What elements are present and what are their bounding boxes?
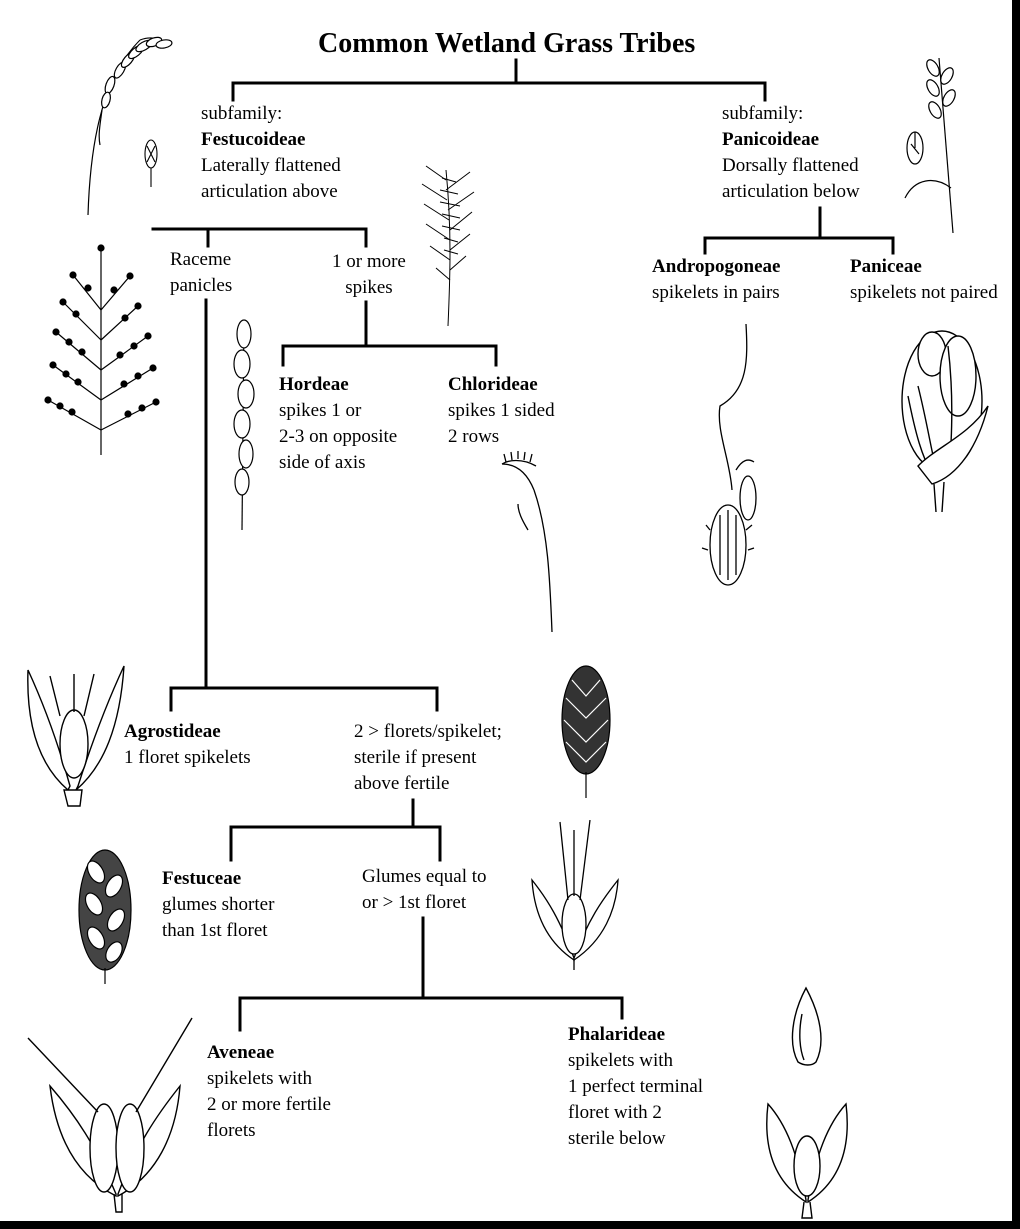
ovoid-spikelet-sketch: [888, 316, 998, 516]
florets-line1: 2 > florets/spikelet;: [354, 719, 502, 745]
phalarideae-line1: spikelets with: [568, 1048, 703, 1074]
feathery-spike-sketch: [412, 160, 482, 330]
chlorideae-line1: spikes 1 sided: [448, 398, 555, 424]
aveneae-line1: spikelets with: [207, 1066, 331, 1092]
panicoideae-line2: articulation below: [722, 179, 860, 205]
node-raceme-panicles: Raceme panicles: [170, 247, 232, 299]
branched-panicle-sketch: [38, 240, 168, 460]
node-festuceae: Festuceae glumes shorter than 1st floret: [162, 866, 274, 944]
festuceae-name: Festuceae: [162, 866, 274, 892]
andropogoneae-line1: spikelets in pairs: [652, 280, 780, 306]
chlorideae-name: Chlorideae: [448, 372, 555, 398]
paniceae-line1: spikelets not paired: [850, 280, 998, 306]
florets-line2: sterile if present: [354, 745, 502, 771]
festucoideae-line1: Laterally flattened: [201, 153, 341, 179]
festucoideae-name: Festucoideae: [201, 127, 341, 153]
paniceae-name: Paniceae: [850, 254, 998, 280]
jointed-spike-sketch: [224, 316, 264, 534]
aveneae-line3: florets: [207, 1118, 331, 1144]
drooping-panicle-sketch: [80, 30, 180, 220]
raceme-line2: panicles: [170, 273, 232, 299]
raceme-line1: Raceme: [170, 247, 232, 273]
agrostis-spikelet-sketch: [20, 656, 130, 816]
node-phalarideae: Phalarideae spikelets with 1 perfect ter…: [568, 1022, 703, 1152]
florets-line3: above fertile: [354, 771, 502, 797]
node-agrostideae: Agrostideae 1 floret spikelets: [124, 719, 251, 771]
one-sided-spike-sketch: [478, 450, 568, 635]
small-spikelet-sketch: [138, 132, 164, 190]
node-andropogoneae: Andropogoneae spikelets in pairs: [652, 254, 780, 306]
oat-like-spike-sketch: [895, 48, 965, 238]
node-spikes: 1 or more spikes: [332, 249, 406, 301]
hordeae-name: Hordeae: [279, 372, 397, 398]
phalarideae-line2: 1 perfect terminal: [568, 1074, 703, 1100]
hordeae-line2: 2-3 on opposite: [279, 424, 397, 450]
node-glumes: Glumes equal to or > 1st floret: [362, 864, 487, 916]
glumes-line1: Glumes equal to: [362, 864, 487, 890]
phalaris-spikelet-sketch: [758, 1084, 856, 1220]
awned-glume-sketch: [524, 820, 624, 972]
node-panicoideae: subfamily: Panicoideae Dorsally flattene…: [722, 101, 860, 205]
agrostideae-line1: 1 floret spikelets: [124, 745, 251, 771]
panicoideae-line1: Dorsally flattened: [722, 153, 860, 179]
panicoideae-rank: subfamily:: [722, 101, 860, 127]
hordeae-line3: side of axis: [279, 450, 397, 476]
hordeae-line1: spikes 1 or: [279, 398, 397, 424]
multi-floret-spikelet-sketch: [556, 658, 616, 800]
aveneae-line2: 2 or more fertile: [207, 1092, 331, 1118]
node-paniceae: Paniceae spikelets not paired: [850, 254, 998, 306]
festuceae-line2: than 1st floret: [162, 918, 274, 944]
festucoideae-rank: subfamily:: [201, 101, 341, 127]
agrostideae-name: Agrostideae: [124, 719, 251, 745]
spikes-line1: 1 or more: [332, 249, 406, 275]
phalarideae-line3: floret with 2: [568, 1100, 703, 1126]
festucoideae-line2: articulation above: [201, 179, 341, 205]
aveneae-name: Aveneae: [207, 1040, 331, 1066]
node-florets-spikelet: 2 > florets/spikelet; sterile if present…: [354, 719, 502, 797]
panicoideae-name: Panicoideae: [722, 127, 860, 153]
phalarideae-name: Phalarideae: [568, 1022, 703, 1048]
glumes-line2: or > 1st floret: [362, 890, 487, 916]
diagram-title: Common Wetland Grass Tribes: [318, 28, 695, 60]
node-hordeae: Hordeae spikes 1 or 2-3 on opposite side…: [279, 372, 397, 476]
avena-spikelet-sketch: [26, 1016, 196, 1214]
seed-sketch: [784, 984, 828, 1068]
chlorideae-line2: 2 rows: [448, 424, 555, 450]
node-aveneae: Aveneae spikelets with 2 or more fertile…: [207, 1040, 331, 1144]
phalarideae-line4: sterile below: [568, 1126, 703, 1152]
paired-spikelet-sketch: [696, 320, 776, 590]
festuceae-line1: glumes shorter: [162, 892, 274, 918]
node-chlorideae: Chlorideae spikes 1 sided 2 rows: [448, 372, 555, 450]
festuca-spikelet-sketch: [74, 842, 136, 987]
node-festucoideae: subfamily: Festucoideae Laterally flatte…: [201, 101, 341, 205]
andropogoneae-name: Andropogoneae: [652, 254, 780, 280]
spikes-line2: spikes: [332, 275, 406, 301]
